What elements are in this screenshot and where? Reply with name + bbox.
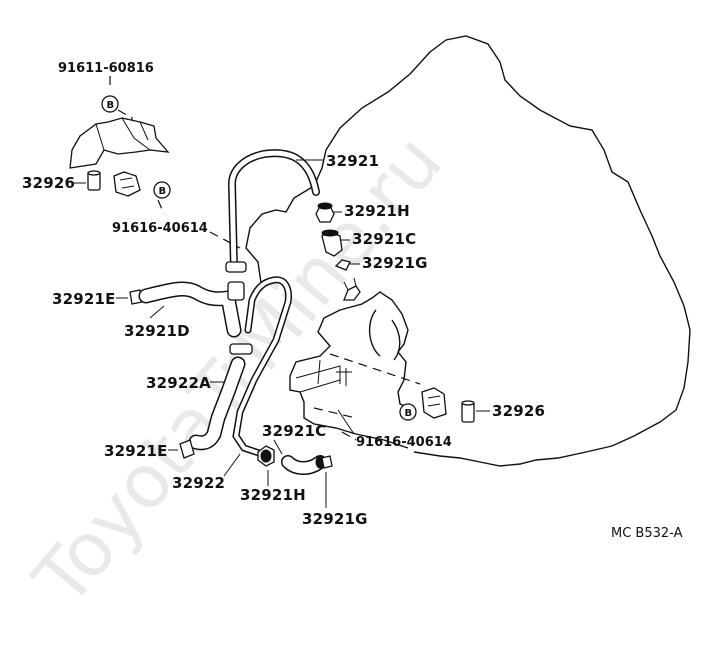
label-32922: 32922 [172, 474, 225, 492]
housing-dash-detail-2 [313, 407, 357, 419]
hose-32921D-coupler [227, 281, 245, 301]
symbol-b-top: B [107, 100, 115, 111]
clamp-mid-hose [229, 343, 253, 355]
bracket-plate-left [69, 117, 170, 169]
label-32921C-top: 32921C [352, 230, 416, 248]
hose-clamp-bracket-right [421, 387, 447, 419]
leader-91616-40614-bottom [341, 431, 357, 441]
housing-inner-tube [369, 309, 401, 361]
label-32922A: 32922A [146, 374, 211, 392]
clamp-upper-hose [225, 261, 247, 273]
label-32921E-top: 32921E [52, 290, 116, 308]
leader-b-mid [157, 199, 165, 215]
label-32921: 32921 [326, 152, 379, 170]
label-91611-60816: 91611-60816 [58, 61, 154, 76]
symbol-b-mid: B [159, 186, 167, 197]
label-32921E-bottom: 32921E [104, 442, 168, 460]
bracket-plate-fold [95, 117, 151, 151]
housing-dash-detail [329, 353, 421, 385]
metal-pipe-main-inner [233, 277, 291, 456]
elbow-32921C-bottom-inner [282, 456, 326, 474]
hose-union-32921H-top-cap [317, 202, 333, 210]
hose-32922A-inner [190, 358, 244, 449]
elbow-32921C-top-cap [321, 229, 339, 237]
housing-bell [289, 291, 415, 411]
leader-91616-40614-top [209, 231, 241, 249]
clip-32921G-top [334, 259, 351, 271]
housing-pipe-nipple [343, 285, 361, 301]
leader-32922 [223, 453, 241, 477]
housing-clip-small [336, 368, 352, 386]
hose-clamp-bracket-left [113, 171, 141, 197]
diagram-code: MC B532-A [611, 526, 683, 541]
leader-32921D [149, 305, 165, 319]
label-91616-40614-top: 91616-40614 [112, 221, 208, 236]
housing-pipe-stub [343, 277, 357, 291]
label-32926-left: 32926 [22, 174, 75, 192]
symbol-b-right: B [405, 408, 413, 419]
hose-32921D-inner [140, 283, 240, 336]
bolt-symbol-b-right [399, 403, 417, 421]
housing-ledge [295, 359, 341, 393]
clip-32921G-bottom [321, 455, 333, 469]
leader-91616-40614-bottom-2 [337, 409, 355, 435]
hose-clamp-bracket-detail [119, 177, 135, 189]
housing-lower-body [289, 376, 409, 449]
label-32921H-top: 32921H [344, 202, 410, 220]
bush-32926-left-top [87, 170, 101, 176]
label-32921G-top: 32921G [362, 254, 428, 272]
hose-clamp-bracket-right-detail [427, 395, 441, 407]
bolt-symbol-b-top [101, 95, 119, 113]
union-32921H-bottom-cap [260, 449, 272, 463]
label-32921H-bottom: 32921H [240, 486, 306, 504]
label-91616-40614-bottom: 91616-40614 [356, 435, 452, 450]
bush-32926-right-top [461, 400, 475, 406]
label-32921D: 32921D [124, 322, 190, 340]
leader-32921C-bottom [273, 439, 283, 455]
label-32921G-bottom: 32921G [302, 510, 368, 528]
clamp-32921E-bottom [179, 439, 195, 459]
hose-32921-inner [229, 150, 319, 271]
label-32926-right: 32926 [492, 402, 545, 420]
bolt-symbol-b-mid [153, 181, 171, 199]
label-32921C-bottom: 32921C [262, 422, 326, 440]
